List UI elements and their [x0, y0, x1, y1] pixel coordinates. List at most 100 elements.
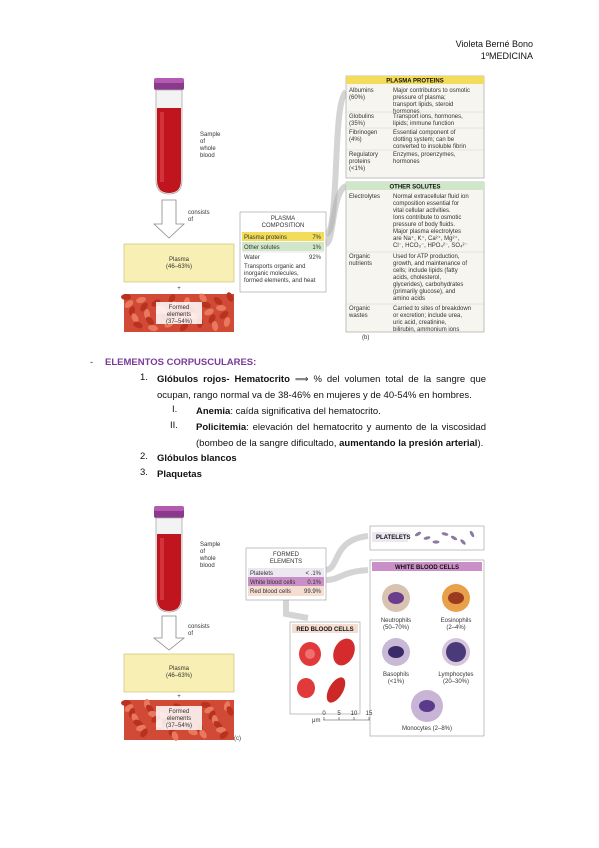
- plus-sign: +: [177, 286, 181, 292]
- anemia-term: Anemia: [196, 406, 231, 417]
- rbc-texture: [216, 726, 226, 734]
- rbc-texture: [223, 317, 231, 327]
- rbc-box: RED BLOOD CELLS: [289, 621, 361, 715]
- rbc-texture: [219, 731, 229, 739]
- rbc-texture: [219, 311, 229, 319]
- plus-sign: +: [177, 694, 181, 700]
- solute-name: Electrolytes: [349, 194, 380, 200]
- polycythemia-def: : elevación del hematocrito y aumento de…: [196, 422, 486, 449]
- proteins-title: PLASMA PROTEINS: [386, 79, 443, 85]
- rbc-texture: [171, 731, 179, 741]
- rbc-texture: [226, 706, 234, 716]
- protein-name: Fibrinogen(4%): [349, 130, 377, 143]
- item-3-number: 3.: [140, 467, 148, 478]
- rbc-texture: [211, 321, 219, 331]
- platelet: [460, 539, 466, 545]
- platelet: [450, 535, 458, 541]
- comp-row-2-value: 92%: [309, 255, 322, 261]
- plasma-label: Plasma(46–63%): [166, 666, 192, 679]
- rbc-texture: [121, 700, 131, 706]
- rbc-texture: [179, 322, 189, 332]
- wbc-label: Neutrophils(50–70%): [381, 618, 411, 631]
- rbc-texture: [133, 321, 143, 329]
- page-header: Violeta Berné Bono 1ºMEDICINA: [456, 38, 533, 62]
- red-cell: [333, 638, 355, 666]
- platelet: [432, 540, 440, 544]
- red-cell: [297, 678, 315, 698]
- wbc-label: Eosinophils(2–4%): [441, 618, 472, 631]
- rbc-title: RED BLOOD CELLS: [296, 627, 353, 633]
- sub-2-number: II.: [170, 420, 178, 431]
- blood-tube: [154, 78, 184, 195]
- scale-tick-label: 5: [337, 711, 341, 717]
- formed-elements-box: [121, 292, 234, 332]
- platelets-title: PLATELETS: [376, 535, 411, 541]
- formed-row-1-label: White blood cells: [250, 580, 295, 586]
- red-cells-def: % del volumen total de la sangre que ocu…: [157, 374, 487, 401]
- sub-1-number: I.: [172, 404, 178, 415]
- solutes-title: OTHER SOLUTES: [389, 185, 440, 191]
- panel-letter: (c): [234, 736, 241, 742]
- protein-name: Globulins(35%): [349, 114, 374, 127]
- rbc-texture: [213, 721, 223, 729]
- protein-name: Albumins(60%): [349, 88, 374, 101]
- rbc-texture: [145, 316, 155, 326]
- arrow-glyph: ⟹: [294, 374, 309, 385]
- other-solutes-table: OTHER SOLUTES Electrolytes Normal extrace…: [345, 181, 485, 333]
- list-item-white-cells: Glóbulos blancos: [157, 453, 237, 464]
- rbc-texture: [121, 294, 131, 300]
- scale-tick-label: 10: [351, 711, 358, 717]
- wbc-label: Lymphocytes(20–30%): [438, 672, 473, 685]
- plasma-label: Plasma(46–63%): [166, 257, 192, 270]
- comp-row-0-value: 7%: [312, 235, 321, 241]
- scale-unit: μm: [312, 718, 320, 724]
- formed-row-0-label: Platelets: [250, 571, 273, 577]
- polycythemia-term: Policitemia: [196, 422, 247, 433]
- red-cells-term: Glóbulos rojos- Hematocrito: [157, 374, 290, 385]
- rbc-texture: [199, 293, 207, 303]
- rbc-texture: [136, 296, 146, 304]
- solute-desc: Used for ATP production,growth, and main…: [393, 254, 467, 302]
- rbc-texture: [188, 728, 198, 736]
- wbc-label: Monocytes (2–8%): [402, 726, 452, 732]
- section-title-text: ELEMENTOS CORPUSCULARES:: [105, 357, 257, 368]
- list-item-polycythemia: Policitemia: elevación del hematocrito y…: [196, 420, 486, 451]
- rbc-texture: [204, 308, 214, 316]
- platelet: [414, 531, 422, 537]
- rbc-texture: [201, 301, 211, 309]
- scale-tick-label: 15: [366, 711, 373, 717]
- formed-row-0-value: < .1%: [305, 571, 321, 577]
- plasma-proteins-table: PLASMA PROTEINS Albumins(60%)Major contr…: [345, 75, 485, 179]
- polycythemia-end: ).: [477, 437, 484, 449]
- formed-row-1-value: 0.1%: [307, 580, 321, 586]
- plasma-box: [123, 653, 235, 693]
- rbc-texture: [148, 710, 158, 718]
- course-name: 1ºMEDICINA: [480, 51, 533, 61]
- formed-row-2-label: Red blood cells: [250, 589, 291, 595]
- anemia-def: : caída significativa del hematocrito.: [230, 406, 381, 417]
- blood-tube: [154, 506, 184, 613]
- rbc-texture: [216, 304, 226, 312]
- rbc-texture: [140, 728, 148, 738]
- rbc-texture: [226, 292, 234, 302]
- comp-row-1-label: Other solutes: [244, 245, 280, 251]
- wbc-title: WHITE BLOOD CELLS: [395, 565, 459, 571]
